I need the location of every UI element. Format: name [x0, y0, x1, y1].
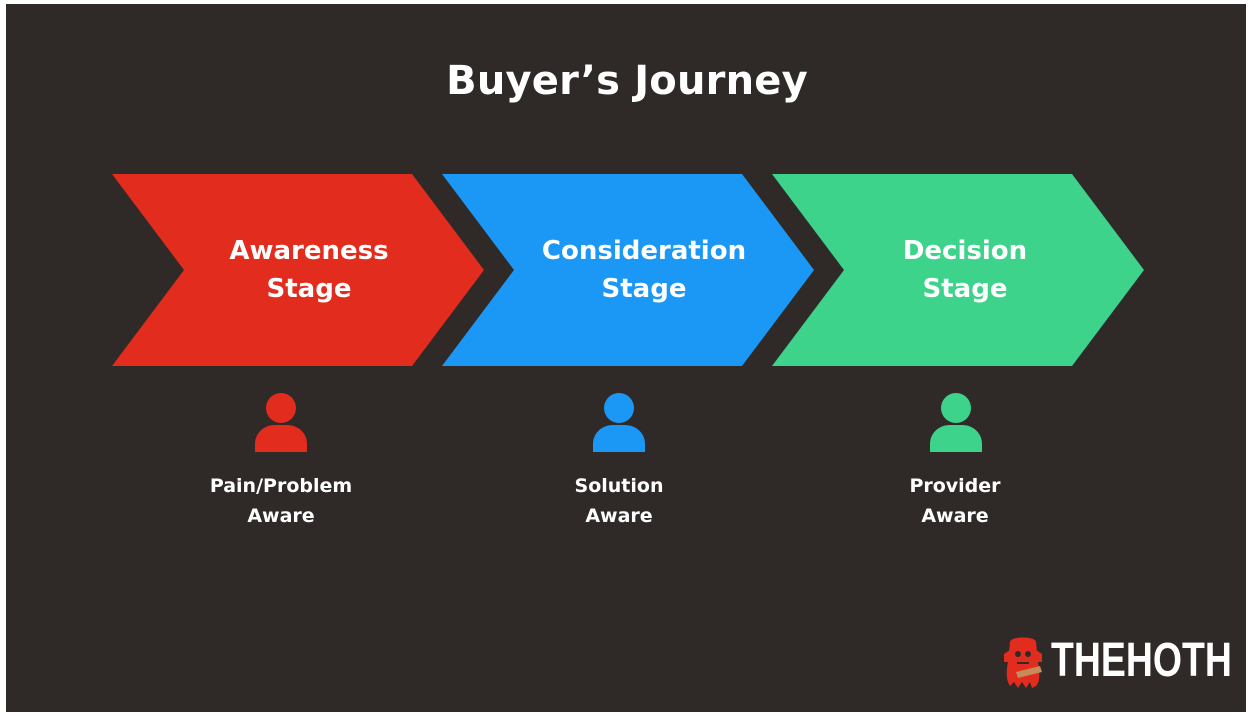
person-icon [593, 393, 645, 452]
chevron-shape [442, 174, 814, 366]
stage-name: Awareness [229, 236, 389, 266]
chevron-shape [112, 174, 484, 366]
stage-chevron-decision [772, 174, 1144, 366]
persona-label-consideration: Solution Aware [519, 471, 719, 531]
page-title: Buyer’s Journey [446, 58, 808, 104]
persona-line: Pain/Problem [209, 475, 353, 497]
stage-label-consideration: Consideration Stage [514, 232, 774, 308]
stage-name: Decision [902, 236, 1028, 266]
stage-label-awareness: Awareness Stage [179, 232, 439, 308]
persona-line: Aware [585, 505, 653, 527]
persona-label-awareness: Pain/Problem Aware [181, 471, 381, 531]
stage-chevron-consideration [442, 174, 814, 366]
persona-line: Provider [909, 475, 1001, 497]
person-icon [930, 393, 982, 452]
persona-line: Solution [574, 475, 664, 497]
persona-label-decision: Provider Aware [855, 471, 1055, 531]
stage-label-decision: Decision Stage [835, 232, 1095, 308]
stage-suffix: Stage [266, 274, 352, 304]
hoth-mascot-icon [1004, 637, 1042, 688]
stage-suffix: Stage [922, 274, 1008, 304]
chevron-shape [772, 174, 1144, 366]
persona-line: Aware [247, 505, 315, 527]
logo-wordmark: THEHOTH [1051, 634, 1232, 687]
stage-name: Consideration [541, 236, 747, 266]
person-icon [255, 393, 307, 452]
stage-chevron-awareness [112, 174, 484, 366]
persona-line: Aware [921, 505, 989, 527]
stage-suffix: Stage [601, 274, 687, 304]
